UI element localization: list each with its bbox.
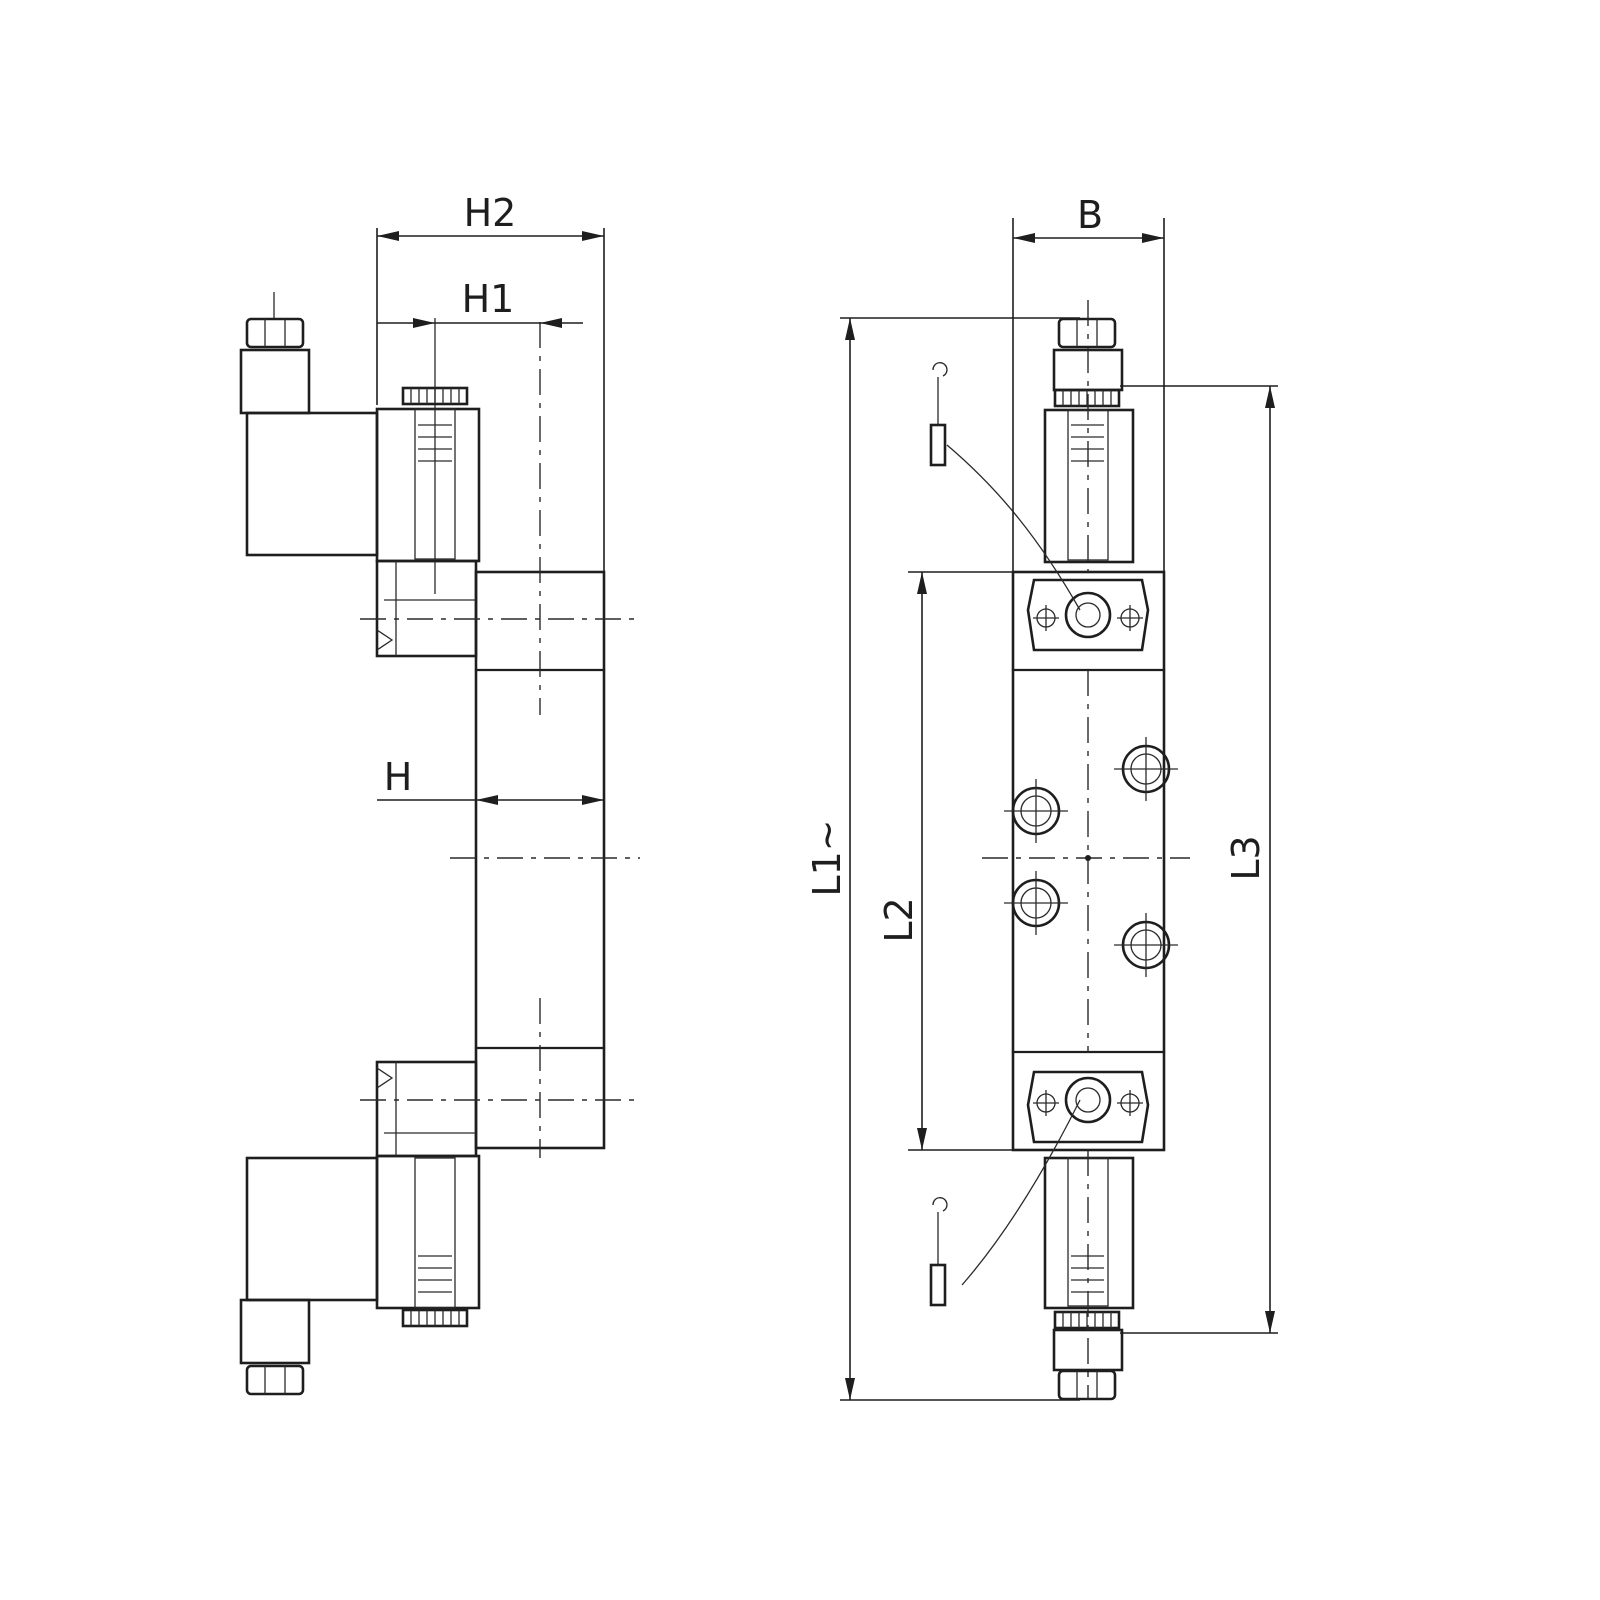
lower-solenoid-side [239, 1060, 481, 1396]
dimension-b: B [1012, 193, 1165, 572]
upper-end-cap-front [1026, 578, 1150, 652]
manual-override-tool-upper [929, 362, 1081, 611]
front-view: B L1~ L2 L3 [805, 193, 1278, 1401]
manual-override-tool-lower [929, 1099, 1081, 1307]
lower-end-cap-front [1026, 1070, 1150, 1144]
dimension-h2-label: H2 [464, 191, 517, 235]
dimension-h1-label: H1 [462, 277, 515, 321]
dimension-l2-label: L2 [877, 897, 921, 942]
dimension-l3-label: L3 [1224, 835, 1268, 880]
upper-solenoid-front [1043, 300, 1135, 572]
dimension-h: H [377, 755, 604, 805]
dimension-h2: H2 [376, 191, 605, 572]
dimension-l1-label: L1~ [805, 819, 849, 896]
dimension-l2: L2 [877, 571, 1013, 1151]
side-center-lines [360, 322, 640, 1158]
dimension-h-label: H [384, 755, 413, 799]
lower-solenoid-front [1043, 1150, 1135, 1401]
upper-solenoid-side [239, 292, 481, 658]
dimension-h1: H1 [377, 277, 583, 328]
valve-body-front [982, 570, 1190, 1152]
dimension-l1: L1~ [805, 317, 1080, 1401]
dimension-b-label: B [1077, 193, 1103, 237]
side-view: H2 H1 H [239, 191, 640, 1396]
dimension-l3: L3 [1120, 385, 1278, 1334]
